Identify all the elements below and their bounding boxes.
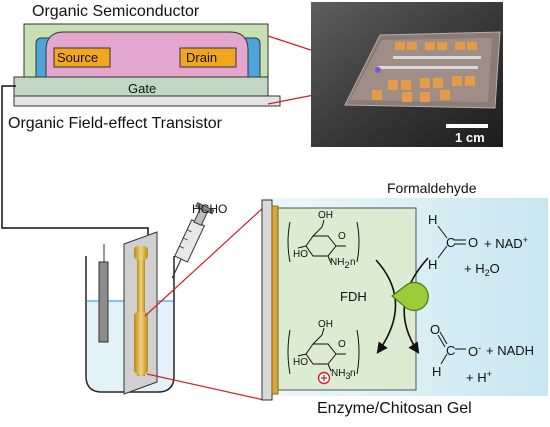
gel-region (277, 207, 417, 391)
chitosan-ho-bottom: HO (293, 357, 308, 368)
chitosan-oh-top: OH (318, 210, 333, 221)
syringe-label: HCHO (192, 202, 228, 216)
gel-panel (261, 198, 548, 401)
enzyme-icon (391, 281, 429, 312)
chitosan-oh-bottom: OH (318, 319, 333, 330)
sensor-setup (85, 202, 215, 395)
gate-label: Gate (128, 81, 157, 96)
formaldehyde-h-bottom: H (428, 257, 438, 272)
reference-electrode (98, 261, 109, 343)
semiconductor-layer (45, 31, 249, 81)
proton-product: + H+ (466, 369, 492, 385)
pointer-line-gel-bottom (146, 373, 265, 401)
base-plate (13, 95, 281, 107)
chitosan-amine-top: NH2 (330, 257, 350, 270)
gold-film (271, 205, 279, 395)
formate-o-minus: O- (468, 343, 482, 359)
chitosan-structure-top (287, 219, 360, 264)
chitosan-n-bottom: n (350, 368, 356, 379)
formaldehyde-o: O (468, 235, 479, 250)
chitosan-ammonium-bottom: NH3 (331, 368, 351, 381)
gate-wire (1, 85, 149, 244)
chitosan-n-top: n (350, 257, 356, 268)
chitosan-structure-bottom (287, 327, 360, 375)
scale-bar (446, 124, 488, 128)
reaction-arrow-chitosan (375, 259, 397, 354)
formate-h: H (432, 364, 442, 379)
nadh-product: + NADH (486, 343, 535, 358)
electrode-substrate (261, 199, 273, 401)
device-photo (311, 2, 503, 147)
formate-o-top: O (430, 322, 441, 337)
chitosan-ho-top: HO (293, 249, 308, 260)
chitosan-ring-o-bottom: O (338, 339, 346, 350)
formate-structure (437, 331, 466, 365)
nad-reactant: + NAD+ (484, 235, 528, 251)
formaldehyde-h-top: H (428, 212, 438, 227)
formate-c: C (446, 343, 456, 358)
ofet-cross-section (13, 23, 281, 107)
formaldehyde-c: C (446, 235, 456, 250)
drain-electrode (179, 47, 237, 68)
scale-bar-label: 1 cm (455, 130, 485, 145)
gold-electrode-strip (137, 246, 145, 376)
semiconductor-title: Organic Semiconductor (32, 3, 200, 20)
gel-label: Enzyme/Chitosan Gel (317, 400, 472, 417)
source-electrode (53, 47, 111, 68)
syringe-icon (171, 202, 215, 279)
enzyme-label: FDH (340, 289, 367, 304)
formaldehyde-title: Formaldehyde (387, 180, 477, 196)
pointer-line-gel-top (144, 206, 265, 317)
source-label: Source (57, 50, 99, 65)
transistor-title: Organic Field-effect Transistor (8, 115, 223, 132)
chitosan-ring-o-top: O (338, 231, 346, 242)
formaldehyde-structure (437, 225, 466, 259)
water-reactant: + H2O (464, 261, 500, 278)
drain-label: Drain (186, 50, 218, 65)
